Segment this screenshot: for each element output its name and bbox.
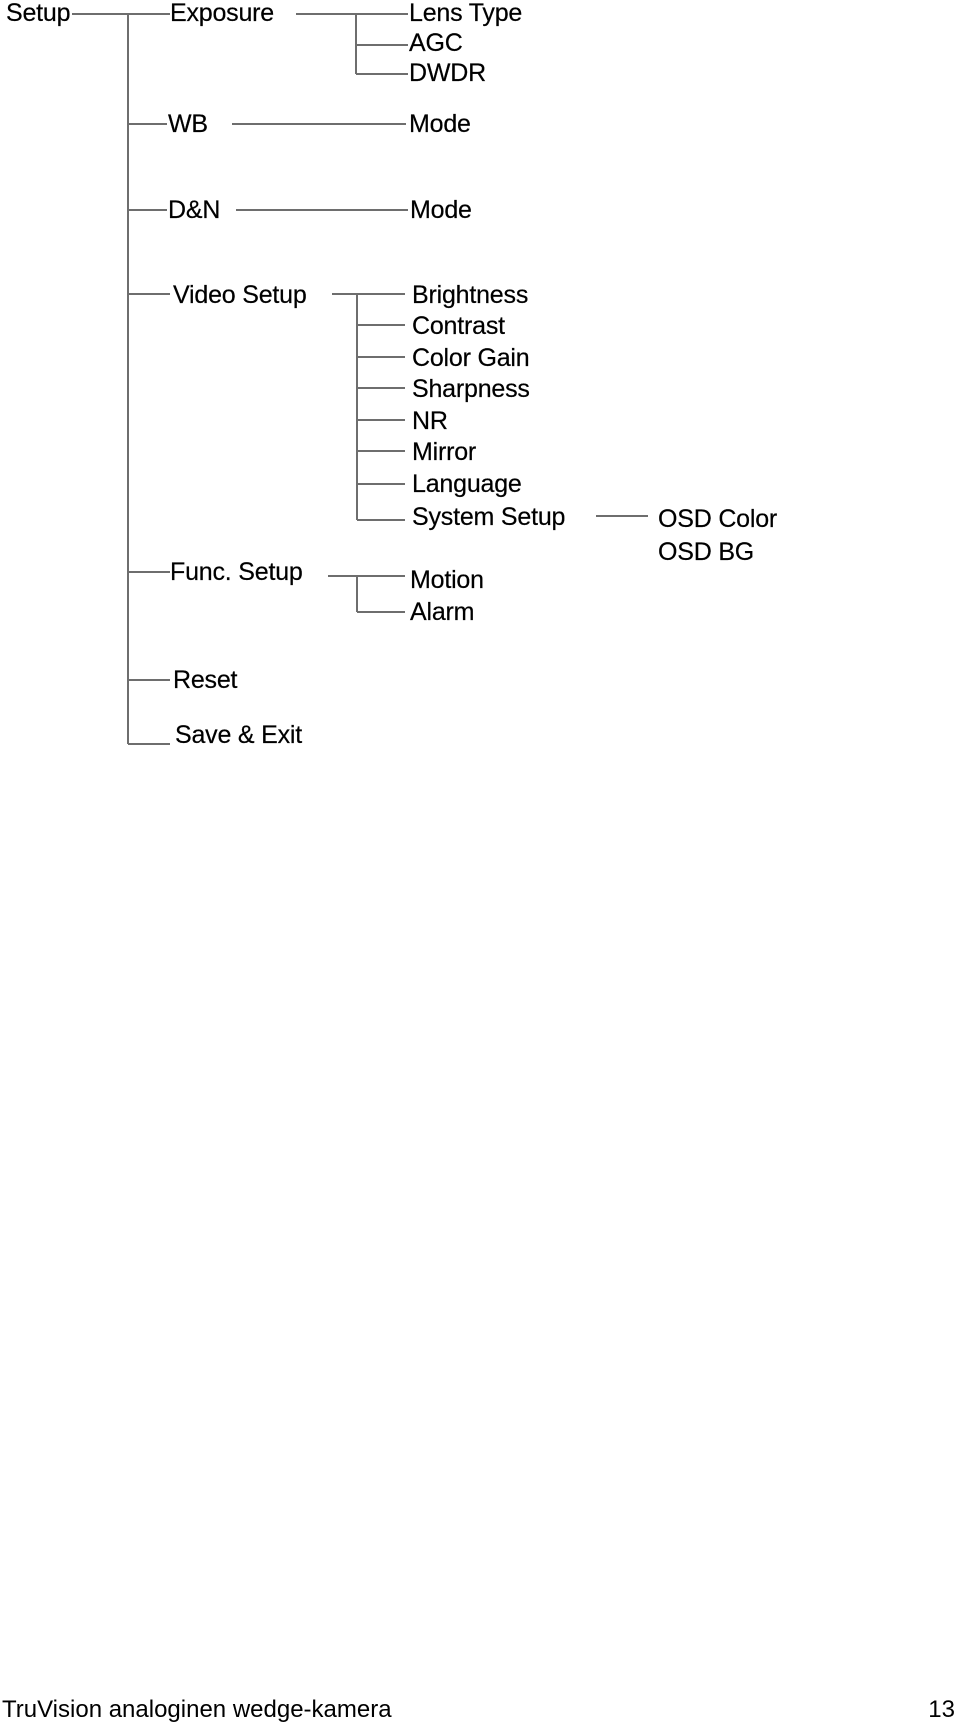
node-wb-mode: Mode bbox=[409, 110, 471, 138]
node-contrast: Contrast bbox=[412, 312, 505, 340]
node-sharpness: Sharpness bbox=[412, 375, 530, 403]
node-language: Language bbox=[412, 470, 522, 498]
connector-lines bbox=[72, 13, 648, 745]
page-footer: TruVision analoginen wedge-kamera 13 bbox=[0, 1693, 960, 1731]
node-color-gain: Color Gain bbox=[412, 344, 530, 372]
menu-tree-diagram: Setup Exposure WB D&N Video Setup Func. … bbox=[0, 0, 960, 760]
node-reset: Reset bbox=[173, 666, 238, 694]
node-brightness: Brightness bbox=[412, 281, 529, 309]
node-dwdr: DWDR bbox=[409, 59, 486, 87]
node-system-setup: System Setup bbox=[412, 503, 566, 531]
footer-document-title: TruVision analoginen wedge-kamera bbox=[2, 1696, 392, 1723]
node-osd-color: OSD Color bbox=[658, 505, 778, 533]
node-lens-type: Lens Type bbox=[409, 0, 523, 27]
node-mirror: Mirror bbox=[412, 438, 477, 466]
node-osd-bg: OSD BG bbox=[658, 538, 755, 566]
node-nr: NR bbox=[412, 407, 448, 435]
node-video-setup: Video Setup bbox=[173, 281, 307, 309]
node-setup: Setup bbox=[6, 0, 71, 27]
node-wb: WB bbox=[168, 110, 208, 138]
node-agc: AGC bbox=[409, 29, 463, 57]
node-func-setup: Func. Setup bbox=[170, 558, 303, 586]
node-dn: D&N bbox=[168, 196, 221, 224]
node-dn-mode: Mode bbox=[410, 196, 472, 224]
footer-page-number: 13 bbox=[928, 1696, 955, 1723]
node-motion: Motion bbox=[410, 566, 484, 594]
node-save-exit: Save & Exit bbox=[175, 721, 303, 749]
node-exposure: Exposure bbox=[170, 0, 275, 27]
node-alarm: Alarm bbox=[410, 598, 475, 626]
